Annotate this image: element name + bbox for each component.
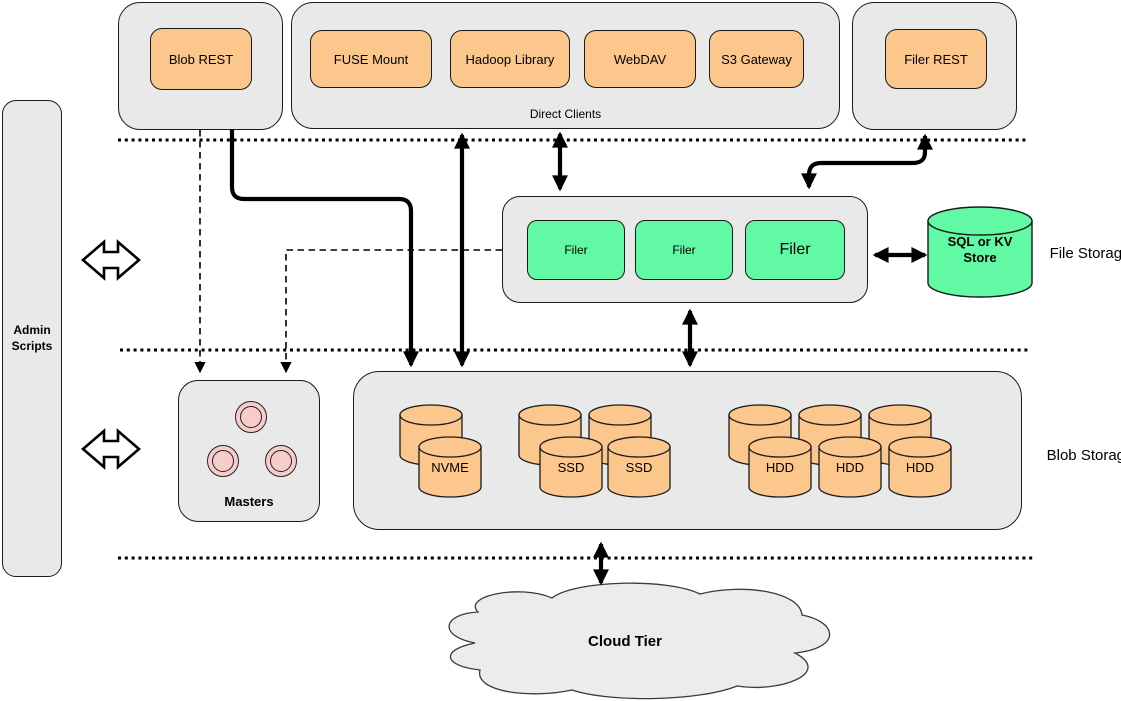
hadoop-library-node: Hadoop Library — [450, 30, 570, 88]
arrow-blobrest-to-blobstorage — [229, 129, 419, 368]
blob-storage-section-label: Blob Storage — [1046, 446, 1121, 464]
dashed-arrow-filer-to-masters — [280, 249, 502, 374]
filer-label-3: Filer — [779, 241, 811, 258]
masters-box: Masters — [178, 380, 320, 522]
fuse-mount-label: FUSE Mount — [333, 51, 409, 67]
filer-rest-label: Filer REST — [904, 51, 968, 67]
hdd-disk-label: HDD — [905, 459, 935, 475]
filer-rest-node: Filer REST — [885, 29, 987, 89]
hadoop-library-label: Hadoop Library — [465, 51, 555, 67]
hdd-disk-label: HDD — [765, 459, 795, 475]
masters-label: Masters — [224, 494, 274, 509]
blob-rest-node: Blob REST — [150, 28, 252, 90]
nvme-disk-label: NVME — [431, 459, 469, 475]
direct-clients-label: Direct Clients — [529, 107, 602, 121]
s3-gateway-node: S3 Gateway — [709, 30, 804, 88]
admin-scripts-box: Admin Scripts — [2, 100, 62, 577]
ssd-disk-label: SSD — [557, 459, 585, 475]
hdd-disk-label: HDD — [835, 459, 865, 475]
webdav-node: WebDAV — [584, 30, 696, 88]
fuse-mount-node: FUSE Mount — [310, 30, 432, 88]
blob-rest-label: Blob REST — [168, 51, 234, 67]
ssd-disk-label: SSD — [625, 459, 653, 475]
arrow-filerrest-filer — [801, 133, 933, 190]
filer-label-2: Filer — [672, 243, 696, 257]
file-storage-section-label: File Storage — [1049, 244, 1121, 262]
master-node-icon — [265, 445, 297, 477]
admin-double-arrow-file-storage-icon — [81, 239, 141, 281]
admin-scripts-label: Admin Scripts — [11, 322, 53, 353]
master-node-icon — [207, 445, 239, 477]
s3-gateway-label: S3 Gateway — [721, 51, 792, 67]
filer-label-1: Filer — [564, 243, 588, 257]
cloud-tier-label: Cloud Tier — [588, 632, 662, 650]
filer-node-3: Filer — [745, 220, 845, 280]
webdav-label: WebDAV — [613, 51, 667, 67]
filer-node-1: Filer — [527, 220, 625, 280]
sql-kv-store-label: SQL or KV Store — [947, 233, 1013, 265]
master-node-icon — [235, 401, 267, 433]
admin-double-arrow-blob-storage-icon — [81, 428, 141, 470]
filer-node-2: Filer — [635, 220, 733, 280]
